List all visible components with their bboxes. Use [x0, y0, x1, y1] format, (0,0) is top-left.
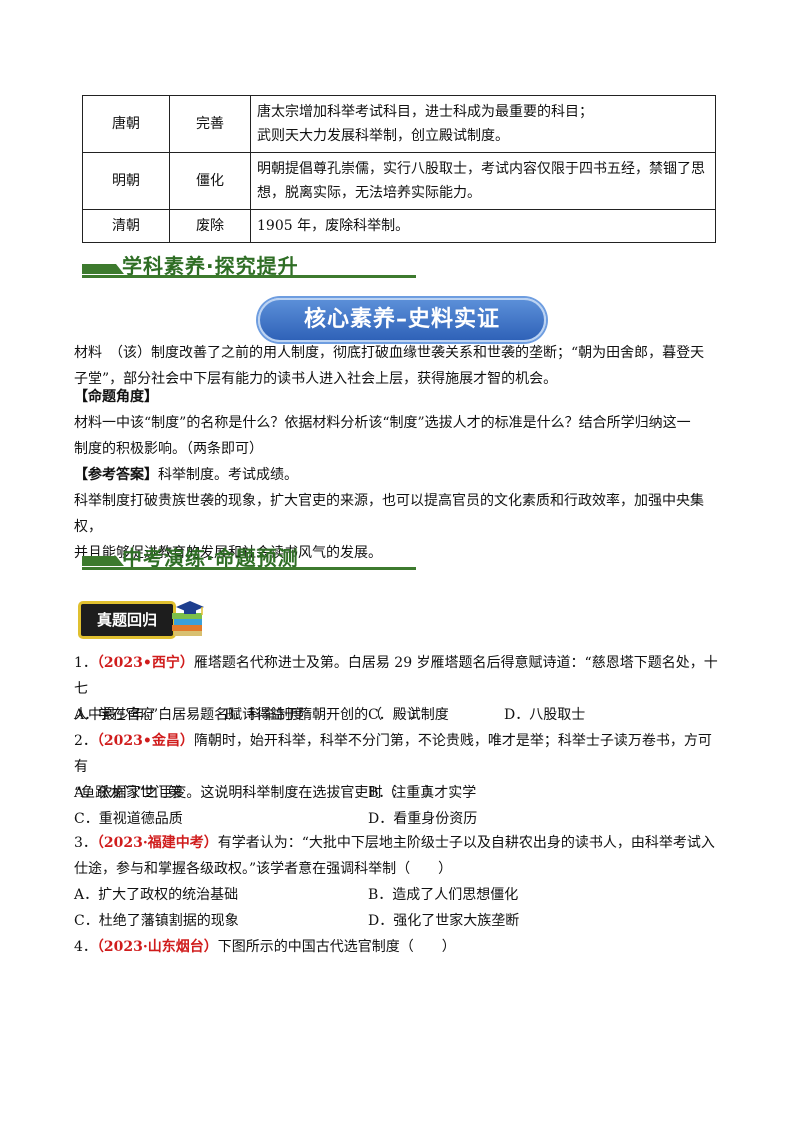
content-cell: 明朝提倡尊孔崇儒，实行八股取士，考试内容仅限于四书五经，禁锢了思 想，脱离实际，… [250, 152, 716, 210]
section-title: 中考演练·命题预测 [122, 546, 299, 570]
option-c[interactable]: C．殿试制度 [368, 707, 449, 723]
question-stem: 有学者认为：“大批中下层地主阶级士子以及自耕农出身的读书人，由科举考试入 [217, 835, 715, 851]
material-paragraph: 材料 （该）制度改善了之前的用人制度，彻底打破血缘世袭关系和世袭的垄断；“朝为田… [74, 340, 724, 392]
content-line: 明朝提倡尊孔崇儒，实行八股取士，考试内容仅限于四书五经，禁锢了思 [257, 161, 705, 177]
question-line: “鱼跃龙门”之巨变。这说明科举制度在选拔官吏时（ ） [74, 785, 439, 801]
heading-marker [82, 556, 124, 566]
content-line: 想，脱离实际，无法培养实际能力。 [257, 185, 481, 201]
question-source: （2023·山东烟台） [96, 939, 218, 955]
books-with-cap-icon [172, 601, 204, 636]
question-1: 1．（2023•西宁）雁塔题名代称进士及第。白居易 29 岁雁塔题名后得意赋诗道… [74, 650, 724, 728]
question-source: （2023•金昌） [96, 733, 194, 749]
answer-first-line: 【参考答案】科举制度。考试成绩。 [74, 462, 724, 488]
question-line: 2．（2023•金昌）隋朝时，始开科举，科举不分门第，不论贵贱，唯才是举；科举士… [74, 728, 724, 780]
status-cell: 废除 [169, 209, 251, 243]
question-line: 4．（2023·山东烟台）下图所示的中国古代选官制度（ ） [74, 934, 724, 960]
question-number: 1． [74, 655, 97, 671]
table-row: 清朝 废除 1905 年，废除科举制。 [82, 209, 716, 243]
angle-label: 【命题角度】 [74, 389, 158, 405]
question-number: 4． [74, 939, 97, 955]
dynasty-cell: 清朝 [82, 209, 170, 243]
angle-line: 制度的积极影响。（两条即可） [74, 441, 263, 457]
option-d[interactable]: D．看重身份资历 [368, 811, 478, 827]
options-row: C．杜绝了藩镇割据的现象 D．强化了世家大族垄断 [74, 908, 734, 934]
question-line: 3．（2023·福建中考）有学者认为：“大批中下层地主阶级士子以及自耕农出身的读… [74, 830, 724, 856]
status-cell: 僵化 [169, 152, 251, 210]
question-source: （2023·福建中考） [96, 835, 218, 851]
content-cell: 唐太宗增加科举考试科目，进士科成为最重要的科目； 武则天大力发展科举制，创立殿试… [250, 95, 716, 153]
past-exam-badge: 真题回归 [78, 595, 204, 641]
option-b[interactable]: B．注重真才实学 [368, 785, 477, 801]
option-a[interactable]: A．依据家世门第 [74, 785, 183, 801]
question-number: 3． [74, 835, 97, 851]
question-number: 2． [74, 733, 97, 749]
options-row: A．依据家世门第 B．注重真才实学 [74, 780, 734, 806]
options-row: A．扩大了政权的统治基础 B．造成了人们思想僵化 [74, 882, 734, 908]
status-cell: 完善 [169, 95, 251, 153]
answer-label: 【参考答案】 [74, 467, 158, 483]
question-3: 3．（2023·福建中考）有学者认为：“大批中下层地主阶级士子以及自耕农出身的读… [74, 830, 724, 882]
question-4: 4．（2023·山东烟台）下图所示的中国古代选官制度（ ） [74, 934, 724, 960]
material-line: 材料 （该）制度改善了之前的用人制度，彻底打破血缘世袭关系和世袭的垄断；“朝为田… [74, 345, 705, 361]
heading-underline [82, 275, 416, 278]
heading-underline [82, 567, 416, 570]
angle-line: 材料一中该“制度”的名称是什么？依据材料分析该“制度”选拔人才的标准是什么？结合… [74, 415, 691, 431]
heading-marker [82, 264, 124, 274]
options-row: A．学在官府 B．科举制度 C．殿试制度 D．八股取士 [74, 702, 734, 728]
table-row: 唐朝 完善 唐太宗增加科举考试科目，进士科成为最重要的科目； 武则天大力发展科举… [82, 95, 716, 153]
answer-text: 科举制度。考试成绩。 [158, 467, 298, 483]
table-row: 明朝 僵化 明朝提倡尊孔崇儒，实行八股取士，考试内容仅限于四书五经，禁锢了思 想… [82, 152, 716, 210]
badge-label: 真题回归 [78, 601, 176, 639]
answer-line: 科举制度打破贵族世袭的现象，扩大官吏的来源，也可以提高官员的文化素质和行政效率，… [74, 493, 704, 535]
option-d[interactable]: D．八股取士 [504, 707, 586, 723]
reference-answer: 【参考答案】科举制度。考试成绩。 科举制度打破贵族世袭的现象，扩大官吏的来源，也… [74, 462, 724, 566]
question-angle: 【命题角度】 材料一中该“制度”的名称是什么？依据材料分析该“制度”选拔人才的标… [74, 384, 724, 462]
option-c[interactable]: C．杜绝了藩镇割据的现象 [74, 913, 239, 929]
core-literacy-banner: 核心素养–史料实证 [258, 298, 546, 342]
content-cell: 1905 年，废除科举制。 [250, 209, 716, 243]
section-title: 学科素养·探究提升 [122, 254, 299, 278]
content-line: 唐太宗增加科举考试科目，进士科成为最重要的科目； [257, 104, 593, 120]
option-a[interactable]: A．学在官府 [74, 707, 155, 723]
question-stem: 下图所示的中国古代选官制度（ ） [217, 939, 456, 955]
question-source: （2023•西宁） [96, 655, 194, 671]
material-line: 子堂”，部分社会中下层有能力的读书人进入社会上层，获得施展才智的机会。 [74, 371, 558, 387]
options-row: C．重视道德品质 D．看重身份资历 [74, 806, 734, 832]
option-c[interactable]: C．重视道德品质 [74, 811, 183, 827]
content-line: 1905 年，废除科举制。 [257, 218, 410, 234]
option-b[interactable]: B．造成了人们思想僵化 [368, 887, 519, 903]
dynasty-cell: 唐朝 [82, 95, 170, 153]
question-line: 人中最少年。”白居易题名赋诗得益于隋朝开创的（ ） [74, 707, 425, 723]
dynasty-cell: 明朝 [82, 152, 170, 210]
section-heading-literacy: 学科素养·探究提升 [82, 250, 416, 278]
option-d[interactable]: D．强化了世家大族垄断 [368, 913, 520, 929]
content-line: 武则天大力发展科举制，创立殿试制度。 [257, 128, 509, 144]
answer-line: 并且能够促进教育的发展和社会读书风气的发展。 [74, 545, 382, 561]
question-stem: 隋朝时，始开科举，科举不分门第，不论贵贱，唯才是举；科举士子读万卷书，方可有 [74, 733, 712, 775]
question-2: 2．（2023•金昌）隋朝时，始开科举，科举不分门第，不论贵贱，唯才是举；科举士… [74, 728, 724, 806]
question-line: 仕途，参与和掌握各级政权。”该学者意在强调科举制（ ） [74, 861, 453, 877]
question-line: 1．（2023•西宁）雁塔题名代称进士及第。白居易 29 岁雁塔题名后得意赋诗道… [74, 650, 724, 702]
section-heading-exam: 中考演练·命题预测 [82, 542, 416, 570]
option-b[interactable]: B．科举制度 [224, 707, 305, 723]
question-stem: 雁塔题名代称进士及第。白居易 29 岁雁塔题名后得意赋诗道：“慈恩塔下题名处，十… [74, 655, 718, 697]
keju-development-table: 唐朝 完善 唐太宗增加科举考试科目，进士科成为最重要的科目； 武则天大力发展科举… [82, 95, 716, 243]
option-a[interactable]: A．扩大了政权的统治基础 [74, 887, 239, 903]
